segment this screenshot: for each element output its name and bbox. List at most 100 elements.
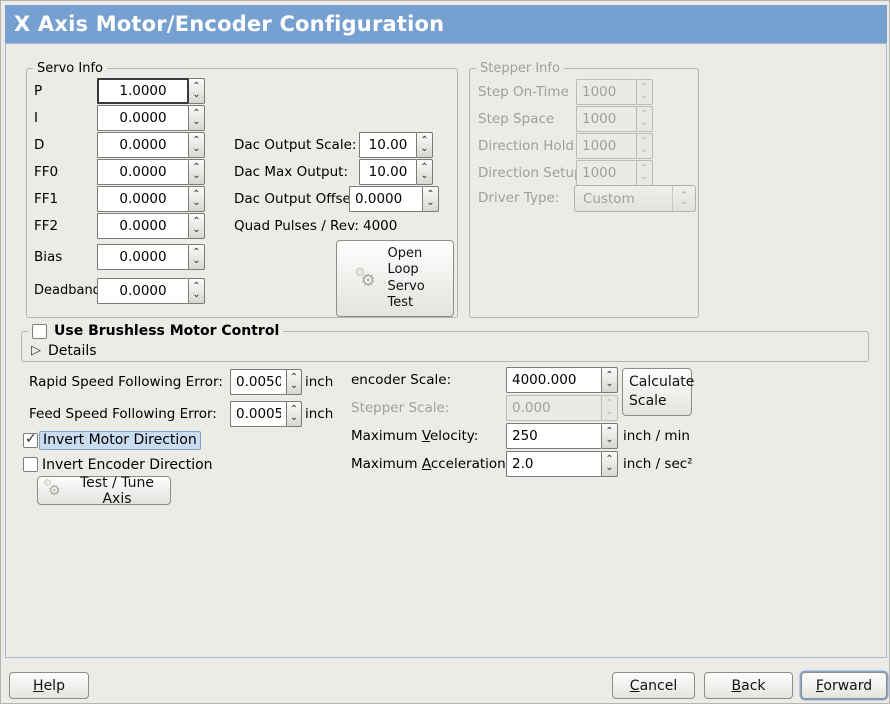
spin-up-icon[interactable]: ⌃: [605, 370, 614, 381]
dac-output-offset-input[interactable]: [349, 186, 423, 212]
rapid-following-error-input[interactable]: [230, 369, 287, 395]
spin-down-icon[interactable]: ⌄: [420, 170, 429, 181]
servo-info-legend: Servo Info: [33, 60, 107, 77]
dac-output-scale-input[interactable]: [359, 132, 417, 158]
spin-down-icon[interactable]: ⌄: [289, 412, 299, 423]
help-button[interactable]: Help: [9, 672, 89, 699]
step-on-time-input: [576, 79, 637, 105]
invert-encoder-label[interactable]: Invert Encoder Direction: [42, 457, 213, 473]
gears-icon: ⚙⚙: [354, 264, 376, 291]
open-loop-servo-test-button[interactable]: ⚙⚙ Open Loop Servo Test: [336, 240, 454, 317]
spin-up-icon[interactable]: ⌃: [192, 216, 201, 227]
bias-spin-buttons[interactable]: ⌃⌄: [189, 244, 205, 270]
spin-down-icon: ⌄: [605, 406, 614, 417]
spin-up-icon[interactable]: ⌃: [192, 135, 201, 146]
spin-up-icon[interactable]: ⌃: [289, 404, 299, 415]
feed-following-error-spin-buttons[interactable]: ⌃⌄: [287, 401, 302, 427]
spin-down-icon: ⌄: [640, 144, 649, 155]
spin-down-icon[interactable]: ⌄: [605, 378, 614, 389]
spin-up-icon[interactable]: ⌃: [192, 162, 201, 173]
rapid-following-error-spin-buttons[interactable]: ⌃⌄: [287, 369, 302, 395]
rapid-following-error-unit: inch: [305, 374, 334, 390]
direction-hold-label: Direction Hold: [478, 138, 575, 154]
spin-down-icon[interactable]: ⌄: [192, 143, 201, 154]
dac-output-offset-spin-buttons[interactable]: ⌃⌄: [423, 186, 439, 212]
dac-max-output-spin-buttons[interactable]: ⌃⌄: [417, 159, 433, 185]
ff1-spin-buttons[interactable]: ⌃⌄: [189, 186, 205, 212]
cancel-button[interactable]: Cancel: [612, 672, 695, 699]
max-acceleration-spin-buttons[interactable]: ⌃⌄: [602, 451, 618, 477]
spin-up-icon[interactable]: ⌃: [289, 372, 299, 383]
deadband-input[interactable]: [97, 278, 189, 304]
use-brushless-label[interactable]: Use Brushless Motor Control: [54, 323, 280, 339]
spin-down-icon[interactable]: ⌄: [192, 116, 201, 127]
expander-arrow-icon[interactable]: ▷: [31, 343, 41, 358]
brushless-legend: Use Brushless Motor Control: [28, 322, 284, 340]
calculate-scale-button[interactable]: Calculate Scale: [622, 368, 694, 416]
max-velocity-input[interactable]: [506, 423, 602, 449]
spin-down-icon[interactable]: ⌄: [192, 289, 201, 300]
spin-down-icon[interactable]: ⌄: [192, 224, 201, 235]
spin-up-icon[interactable]: ⌃: [420, 135, 429, 146]
deadband-spin-buttons[interactable]: ⌃⌄: [189, 278, 205, 304]
spin-down-icon[interactable]: ⌄: [605, 462, 614, 473]
spin-down-icon[interactable]: ⌄: [192, 89, 201, 100]
ff2-input[interactable]: [97, 213, 189, 239]
spin-up-icon[interactable]: ⌃: [192, 108, 201, 119]
brushless-frame: Use Brushless Motor Control: [21, 322, 869, 362]
test-tune-axis-button[interactable]: ⚙⚙ Test / Tune Axis: [37, 475, 171, 507]
stepper-info-frame: Stepper Info: [469, 60, 699, 318]
dac-output-scale-spin-buttons[interactable]: ⌃⌄: [417, 132, 433, 158]
step-space-label: Step Space: [478, 111, 555, 127]
spin-down-icon[interactable]: ⌄: [420, 143, 429, 154]
ff0-input[interactable]: [97, 159, 189, 185]
spin-up-icon[interactable]: ⌃: [420, 162, 429, 173]
dac-output-offset-label: Dac Output Offset:: [234, 191, 361, 207]
encoder-scale-input[interactable]: [506, 367, 602, 393]
spin-up-icon[interactable]: ⌃: [192, 189, 201, 200]
details-expander[interactable]: ▷ Details: [29, 341, 149, 361]
feed-following-error-input[interactable]: [230, 401, 287, 427]
invert-motor-label[interactable]: Invert Motor Direction: [39, 431, 201, 450]
max-acceleration-unit: inch / sec²: [623, 456, 693, 472]
ff0-spin-buttons[interactable]: ⌃⌄: [189, 159, 205, 185]
driver-type-dropdown: Custom ⌃⌄: [574, 185, 696, 212]
spin-up-icon[interactable]: ⌃: [192, 281, 201, 292]
spin-down-icon[interactable]: ⌄: [426, 197, 435, 208]
back-button[interactable]: Back: [704, 672, 793, 699]
d-spin-buttons[interactable]: ⌃⌄: [189, 132, 205, 158]
encoder-scale-spin-buttons[interactable]: ⌃⌄: [602, 367, 618, 393]
spin-down-icon[interactable]: ⌄: [289, 380, 299, 391]
details-label: Details: [48, 343, 97, 359]
use-brushless-checkbox[interactable]: [32, 323, 47, 339]
invert-encoder-checkbox[interactable]: [23, 457, 38, 472]
d-input[interactable]: [97, 132, 189, 158]
forward-button[interactable]: Forward: [801, 672, 887, 699]
spin-up-icon[interactable]: ⌃: [192, 247, 201, 258]
spin-up-icon[interactable]: ⌃: [605, 454, 614, 465]
ff1-input[interactable]: [97, 186, 189, 212]
p-input[interactable]: [97, 78, 189, 104]
spin-down-icon: ⌄: [640, 117, 649, 128]
dac-max-output-input[interactable]: [359, 159, 417, 185]
spin-down-icon[interactable]: ⌄: [192, 170, 201, 181]
spin-up-icon[interactable]: ⌃: [605, 426, 614, 437]
spin-up-icon[interactable]: ⌃: [426, 189, 435, 200]
max-velocity-spin-buttons[interactable]: ⌃⌄: [602, 423, 618, 449]
i-spin-buttons[interactable]: ⌃⌄: [189, 105, 205, 131]
spin-down-icon[interactable]: ⌄: [605, 434, 614, 445]
invert-motor-checkbox[interactable]: ✓: [23, 431, 38, 448]
page-title-text: X Axis Motor/Encoder Configuration: [14, 12, 445, 36]
max-acceleration-input[interactable]: [506, 451, 602, 477]
spin-down-icon[interactable]: ⌄: [192, 197, 201, 208]
feed-following-error-label: Feed Speed Following Error:: [29, 406, 217, 422]
i-input[interactable]: [97, 105, 189, 131]
spin-down-icon[interactable]: ⌄: [192, 255, 201, 266]
spin-down-icon: ⌄: [640, 171, 649, 182]
ff2-spin-buttons[interactable]: ⌃⌄: [189, 213, 205, 239]
spin-up-icon[interactable]: ⌃: [192, 81, 201, 92]
bias-input[interactable]: [97, 244, 189, 270]
quad-pulses-label: Quad Pulses / Rev:: [234, 218, 359, 234]
p-spin-buttons[interactable]: ⌃⌄: [189, 78, 205, 104]
